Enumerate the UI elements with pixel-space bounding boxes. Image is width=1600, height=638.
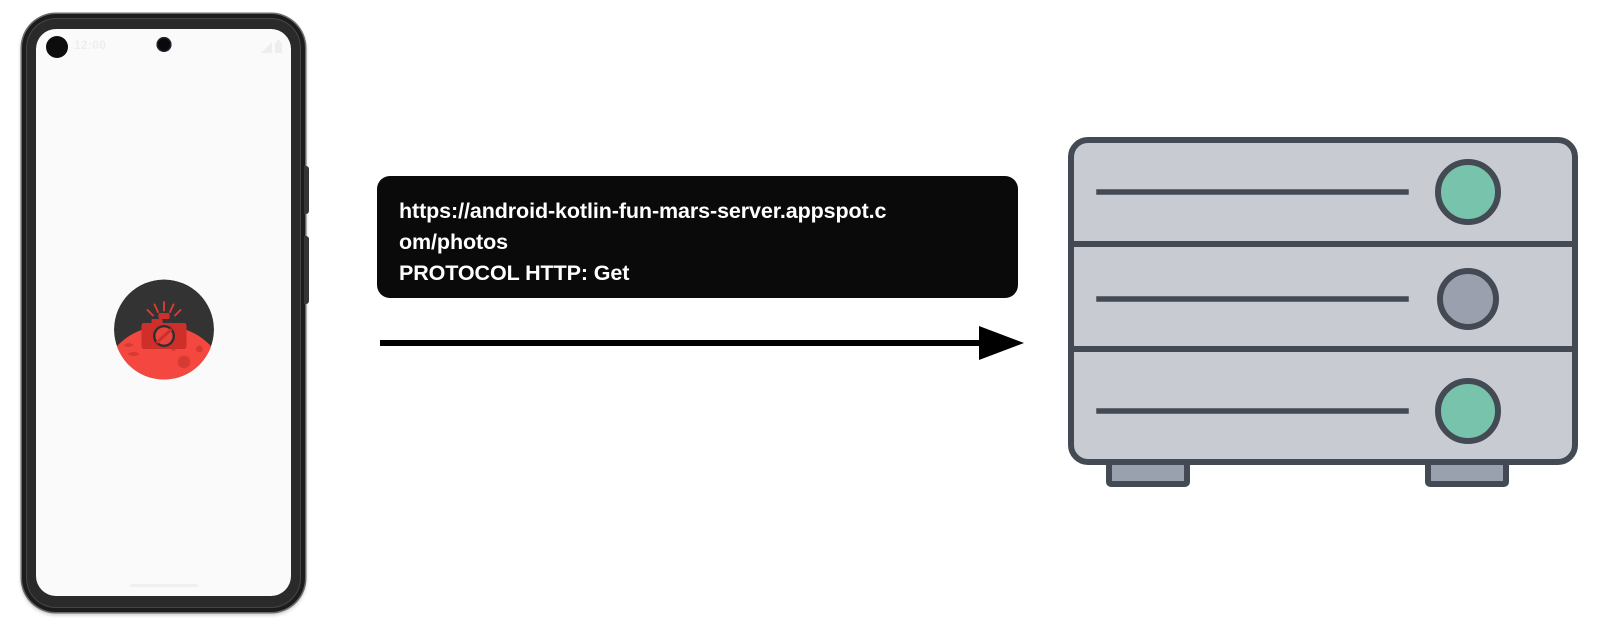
signal-icon bbox=[261, 42, 272, 53]
mars-photos-logo bbox=[113, 279, 214, 380]
callout-line-1: https://android-kotlin-fun-mars-server.a… bbox=[399, 199, 887, 223]
home-gesture-indicator[interactable] bbox=[129, 584, 198, 587]
callout-line-2: om/photos bbox=[399, 230, 508, 254]
request-callout: https://android-kotlin-fun-mars-server.a… bbox=[377, 176, 1018, 298]
phone-screen: 12:00 bbox=[36, 29, 291, 596]
power-button[interactable] bbox=[304, 166, 309, 214]
battery-icon bbox=[275, 40, 282, 53]
volume-rocker[interactable] bbox=[304, 236, 309, 304]
status-time: 12:00 bbox=[74, 38, 107, 52]
front-camera-punch-hole-icon bbox=[156, 37, 171, 52]
web-server bbox=[1066, 134, 1580, 496]
status-bar: 12:00 bbox=[36, 29, 291, 63]
status-left-dot-icon bbox=[46, 36, 68, 58]
callout-line-3: PROTOCOL HTTP: Get bbox=[399, 261, 630, 285]
request-arrow bbox=[379, 326, 1024, 360]
android-phone-mockup: 12:00 bbox=[22, 14, 309, 612]
status-icons bbox=[261, 39, 282, 53]
